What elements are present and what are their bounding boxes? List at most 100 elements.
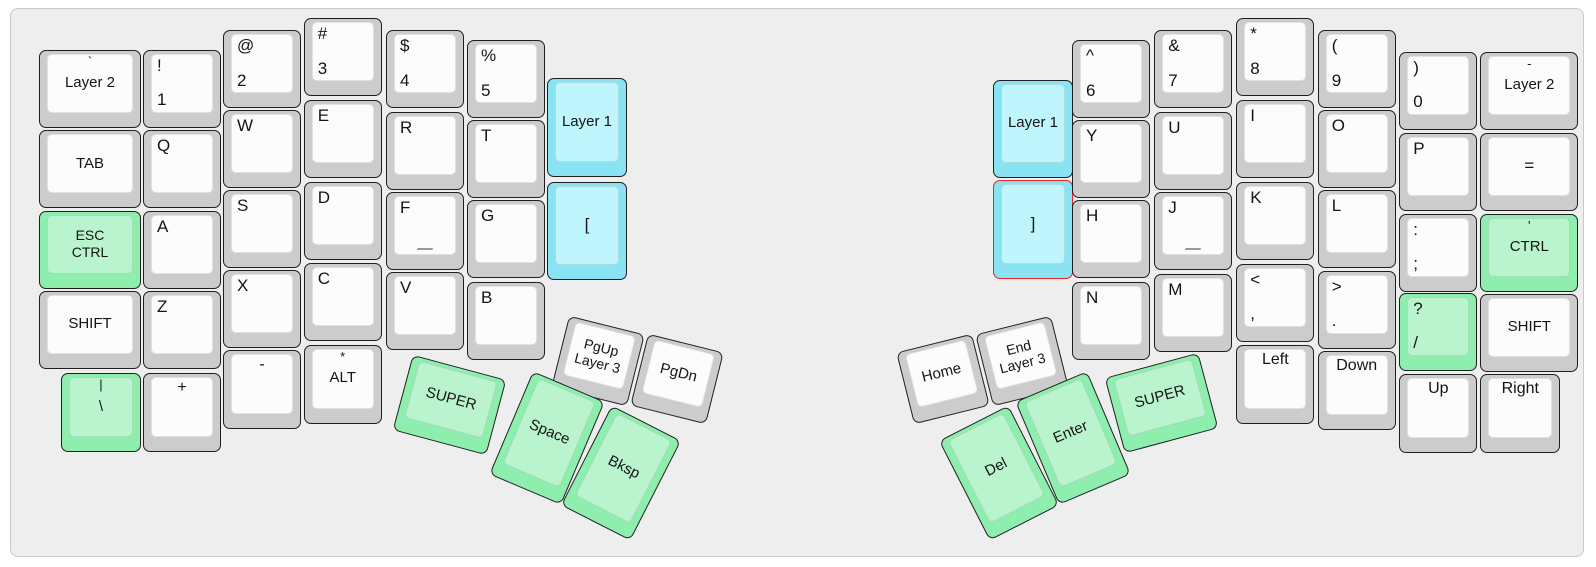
key-c[interactable]: C	[303, 262, 382, 341]
key-right-bracket[interactable]: ]	[993, 180, 1073, 279]
key-label: \	[98, 397, 104, 415]
key-label: 9	[1331, 70, 1342, 90]
key-label: $	[400, 36, 410, 56]
key-layer1-left[interactable]: Layer 1	[547, 78, 627, 178]
key-label: Layer 2	[1504, 75, 1555, 93]
key-u[interactable]: U	[1154, 111, 1233, 190]
key-dollar-4[interactable]: $4	[386, 30, 464, 109]
key-star-8[interactable]: *8	[1236, 18, 1315, 97]
key-label: 5	[481, 80, 491, 100]
key-label: 3	[317, 58, 328, 78]
key-p[interactable]: P	[1399, 132, 1478, 211]
key-v[interactable]: V	[386, 271, 464, 350]
key-f[interactable]: F	[386, 191, 464, 270]
keycap-top: )0	[1407, 55, 1470, 115]
key-label: ?	[1413, 298, 1423, 318]
key-l[interactable]: L	[1317, 190, 1396, 269]
key-gt-period[interactable]: >.	[1317, 271, 1396, 349]
key-label: SUPER	[1132, 382, 1187, 412]
key-left-shift[interactable]: SHIFT	[39, 290, 141, 369]
key-w[interactable]: W	[223, 110, 301, 189]
keycap-top: Layer 1	[555, 82, 619, 163]
key-lparen-9[interactable]: (9	[1317, 30, 1396, 109]
key-q[interactable]: Q	[143, 130, 221, 209]
key-label: =	[1524, 155, 1535, 175]
key-label: SHIFT	[68, 314, 112, 332]
key-equals[interactable]: =	[1480, 132, 1579, 211]
key-label: S	[237, 196, 249, 216]
key-quote-ctrl[interactable]: 'CTRL	[1480, 213, 1579, 292]
key-x[interactable]: X	[223, 270, 301, 349]
keycap-top: S	[231, 194, 293, 254]
key-home[interactable]: Home	[896, 333, 990, 425]
key-g[interactable]: G	[467, 200, 545, 279]
key-arrow-left[interactable]: Left	[1236, 344, 1315, 424]
key-o[interactable]: O	[1317, 110, 1396, 189]
key-amp-7[interactable]: &7	[1154, 30, 1233, 109]
key-super-right[interactable]: SUPER	[1104, 352, 1218, 454]
keycap-top: `Layer 2	[47, 54, 133, 113]
key-right-shift[interactable]: SHIFT	[1480, 293, 1579, 372]
key-hash-3[interactable]: #3	[303, 18, 382, 97]
key-percent-5[interactable]: %5	[467, 40, 545, 119]
key-arrow-up[interactable]: Up	[1399, 373, 1478, 453]
key-pgdn[interactable]: PgDn	[630, 333, 724, 425]
key-minus-left[interactable]: -	[223, 350, 301, 430]
key-star-alt[interactable]: *ALT	[303, 344, 382, 424]
key-rparen-0[interactable]: )0	[1399, 51, 1478, 130]
key-label: X	[237, 276, 249, 296]
key-label: !	[157, 56, 162, 75]
key-m[interactable]: M	[1154, 273, 1233, 352]
key-b[interactable]: B	[467, 281, 545, 360]
key-label: J	[1168, 197, 1177, 217]
keycap-top: :;	[1407, 217, 1470, 277]
key-pipe-backslash[interactable]: |\	[61, 372, 141, 452]
key-a[interactable]: A	[143, 210, 221, 289]
key-h[interactable]: H	[1072, 200, 1150, 279]
key-y[interactable]: Y	[1072, 120, 1150, 199]
key-label: ALT	[329, 369, 356, 387]
key-label: R	[400, 117, 413, 137]
key-tab[interactable]: TAB	[39, 130, 141, 209]
keycap-top: V	[394, 275, 456, 335]
key-i[interactable]: I	[1236, 100, 1315, 178]
keycap-top: =	[1488, 136, 1571, 196]
key-plus[interactable]: +	[143, 372, 221, 452]
key-label: CTRL	[1509, 237, 1549, 255]
keycap-top: SHIFT	[1488, 297, 1571, 357]
key-exclam-1[interactable]: !1	[143, 50, 221, 128]
key-lt-comma[interactable]: <,	[1236, 263, 1315, 342]
homing-bar	[1185, 247, 1202, 250]
key-t[interactable]: T	[467, 120, 545, 199]
key-colon-semicolon[interactable]: :;	[1399, 213, 1478, 292]
key-minus-layer2[interactable]: -Layer 2	[1480, 51, 1579, 130]
key-arrow-down[interactable]: Down	[1317, 350, 1396, 430]
key-at-2[interactable]: @2	[223, 30, 301, 109]
keycap-top: P	[1407, 136, 1470, 196]
key-super-left[interactable]: SUPER	[392, 354, 506, 456]
key-n[interactable]: N	[1072, 282, 1150, 360]
key-j[interactable]: J	[1154, 191, 1233, 270]
key-label: L	[1331, 196, 1342, 216]
key-question-slash[interactable]: ?/	[1399, 292, 1478, 371]
key-r[interactable]: R	[386, 111, 464, 190]
keycap-top: E	[311, 104, 374, 163]
key-label: G	[481, 206, 495, 226]
key-k[interactable]: K	[1236, 182, 1315, 260]
key-caret-6[interactable]: ^6	[1072, 40, 1150, 119]
key-d[interactable]: D	[303, 182, 382, 260]
key-s[interactable]: S	[223, 190, 301, 269]
key-label: /	[1413, 333, 1419, 352]
key-grave-layer2[interactable]: `Layer 2	[39, 50, 141, 128]
key-layer1-right[interactable]: Layer 1	[993, 80, 1073, 178]
key-label: Y	[1086, 126, 1098, 146]
key-e[interactable]: E	[303, 100, 382, 178]
key-label: -	[259, 356, 265, 374]
keycap-top: R	[394, 115, 456, 175]
key-arrow-right[interactable]: Right	[1480, 373, 1561, 453]
key-z[interactable]: Z	[143, 290, 221, 369]
key-left-bracket[interactable]: [	[547, 181, 627, 280]
